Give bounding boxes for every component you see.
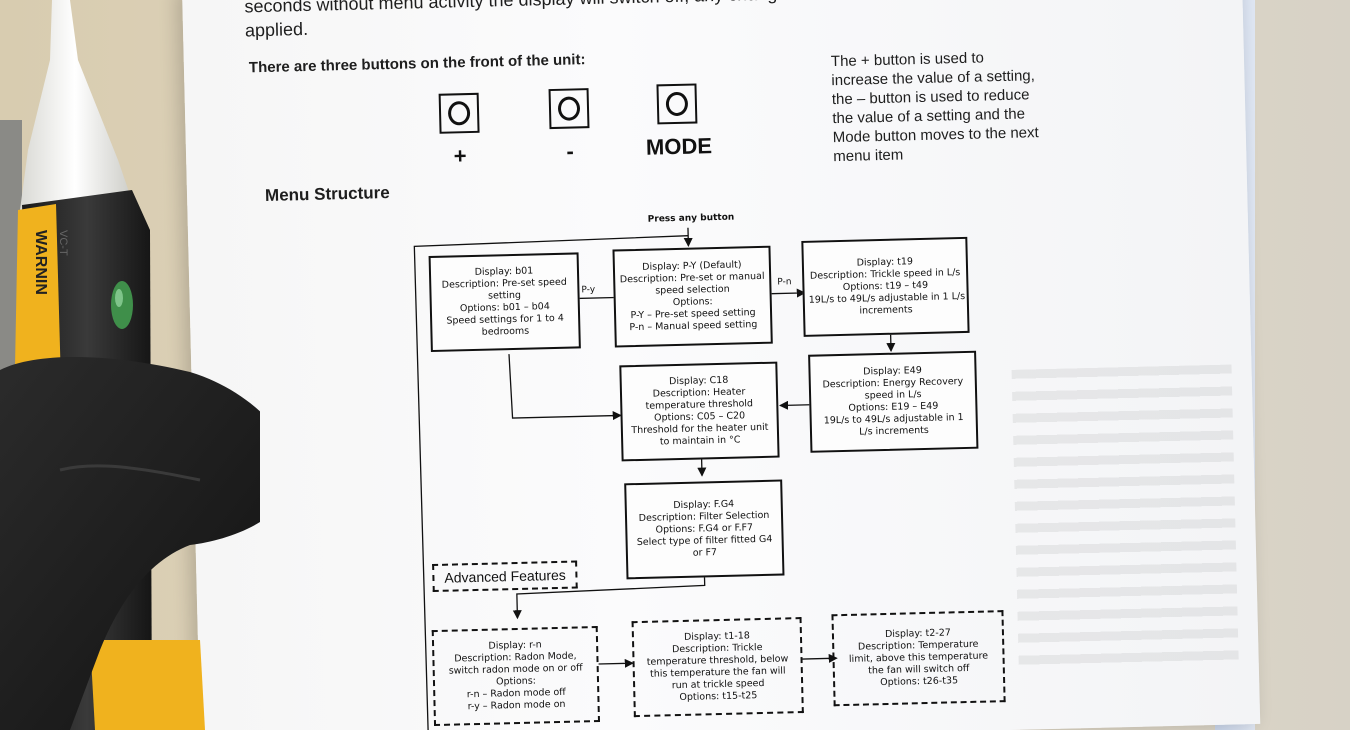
flow-box-fg4: Display: F.G4 Description: Filter Select… xyxy=(624,479,785,580)
flow-box-t19: Display: t19 Description: Trickle speed … xyxy=(801,236,970,337)
gloved-hand-shape xyxy=(0,357,260,730)
tester-model-text: VC-T xyxy=(57,230,69,256)
box-line: r-y – Radon mode on xyxy=(467,698,566,713)
box-line: P-n – Manual speed setting xyxy=(629,319,758,334)
box-line: L/s increments xyxy=(859,424,929,438)
box-line: increments xyxy=(859,304,913,317)
pn-arrow-label: P-n xyxy=(777,277,792,288)
flow-box-t1-18: Display: t1-18 Description: Trickle temp… xyxy=(631,617,804,718)
show-through-text xyxy=(1011,364,1239,670)
tester-tip-shape xyxy=(20,0,130,210)
flow-box-py: Display: P-Y (Default) Description: Pre-… xyxy=(612,245,773,348)
flow-box-t2-27: Display: t2-27 Description: Temperature … xyxy=(831,610,1006,707)
advanced-features-label: Advanced Features xyxy=(432,560,579,593)
box-line: to maintain in °C xyxy=(659,434,741,448)
voltage-tester-and-hand: WARNIN VC-T xyxy=(0,0,260,730)
box-line: Options: t26-t35 xyxy=(880,675,959,689)
tester-led-highlight xyxy=(115,289,123,307)
flow-box-c18: Display: C18 Description: Heater tempera… xyxy=(619,361,780,462)
flow-box-b01: Display: b01 Description: Pre-set speed … xyxy=(428,252,581,353)
tester-led-icon xyxy=(111,281,133,329)
flowchart-connectors xyxy=(413,227,896,730)
glove-fold-line xyxy=(59,464,201,482)
box-line: Options: t15-t25 xyxy=(679,690,758,704)
box-line: or F7 xyxy=(692,547,718,559)
box-line: bedrooms xyxy=(481,325,530,338)
press-any-button-label: Press any button xyxy=(647,212,735,225)
flow-box-e49: Display: E49 Description: Energy Recover… xyxy=(808,350,979,453)
py-arrow-label: P-y xyxy=(581,284,596,296)
manual-page: seconds without menu activity the displa… xyxy=(182,0,1261,730)
tester-base-shape xyxy=(90,640,205,730)
flow-box-rn: Display: r-n Description: Radon Mode, sw… xyxy=(431,626,601,727)
tester-warning-text: WARNIN xyxy=(32,230,49,295)
